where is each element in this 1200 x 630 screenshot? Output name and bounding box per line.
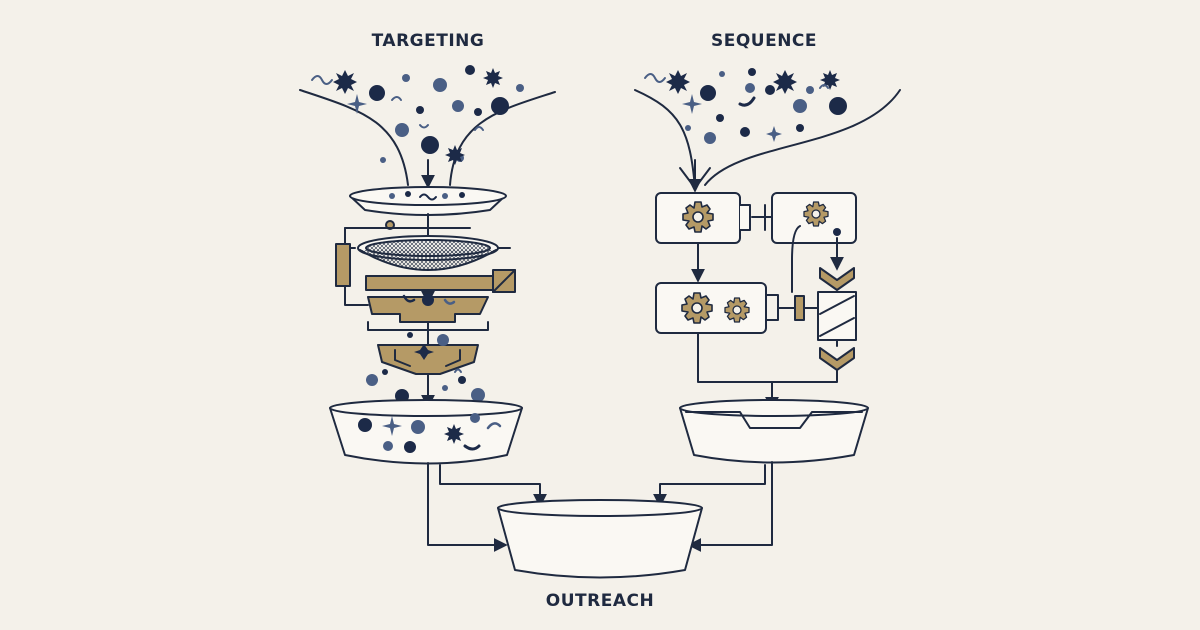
- targeting-particles: [333, 65, 524, 165]
- sieve-icon: [344, 235, 511, 271]
- sequence-bowl-icon: [679, 399, 869, 464]
- top-dish-icon: [349, 186, 507, 216]
- sequence-box-3: [655, 282, 779, 334]
- sequence-valve-icon: [817, 291, 857, 341]
- targeting-bowl-particles: [358, 413, 480, 453]
- targeting-bowl-icon: [329, 399, 523, 465]
- sequence-title: SEQUENCE: [710, 31, 818, 51]
- top-dish-particles: [389, 191, 465, 199]
- sequence-funnel-icon: [634, 89, 901, 189]
- falling-particles: [366, 369, 485, 403]
- outreach-bowl-icon: [497, 499, 703, 579]
- sequence-particles: [666, 68, 847, 144]
- sequence-box-2: [771, 192, 857, 244]
- sequence-box-1: [655, 192, 751, 244]
- targeting-funnel-icon: [299, 89, 556, 186]
- targeting-title: TARGETING: [371, 31, 485, 51]
- targeting-squiggles: [311, 75, 484, 131]
- outreach-title: OUTREACH: [545, 591, 655, 611]
